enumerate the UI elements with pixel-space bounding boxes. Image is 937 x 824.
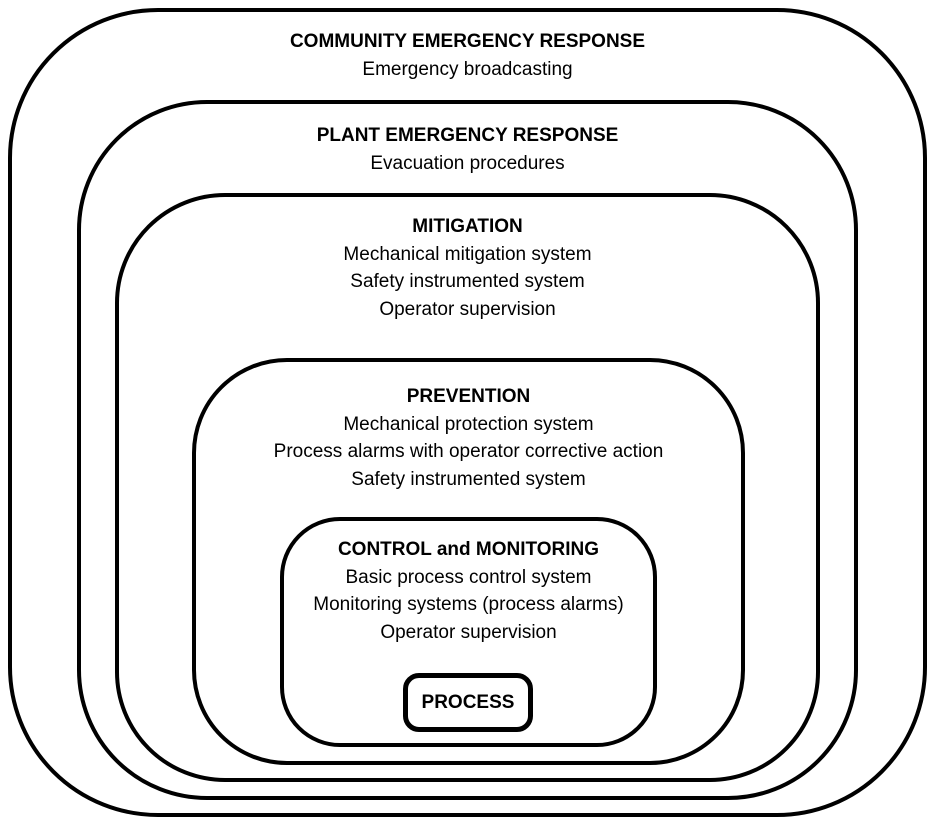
layer-title: CONTROL and MONITORING [337,539,600,560]
layer-title: PREVENTION [406,386,531,407]
layer-item: Emergency broadcasting [362,58,573,80]
layer-process: PROCESS [403,673,533,732]
layer-item: Process alarms with operator corrective … [273,441,664,462]
layer-mitigation: MITIGATION Mechanical mitigation system … [115,193,820,782]
layer-item: Mechanical mitigation system [343,243,592,265]
layer-item: Operator supervision [380,621,557,643]
layer-item: Mechanical protection system [343,413,594,435]
layer-title: PROCESS [421,691,515,713]
layer-item: Basic process control system [345,566,592,588]
layer-community-emergency-response: COMMUNITY EMERGENCY RESPONSE Emergency b… [8,8,927,817]
layer-item: Safety instrumented system [351,468,586,490]
layer-item: Operator supervision [379,298,556,320]
layer-item: Safety instrumented system [350,271,585,292]
layer-item: Evacuation procedures [370,152,565,174]
layer-item: Monitoring systems (process alarms) [313,594,624,615]
layer-plant-emergency-response: PLANT EMERGENCY RESPONSE Evacuation proc… [77,100,858,800]
layer-control-and-monitoring: CONTROL and MONITORING Basic process con… [280,517,657,747]
layer-title: PLANT EMERGENCY RESPONSE [316,125,619,146]
layer-title: COMMUNITY EMERGENCY RESPONSE [289,31,646,52]
layer-prevention: PREVENTION Mechanical protection system … [192,358,745,765]
layer-title: MITIGATION [412,216,523,237]
